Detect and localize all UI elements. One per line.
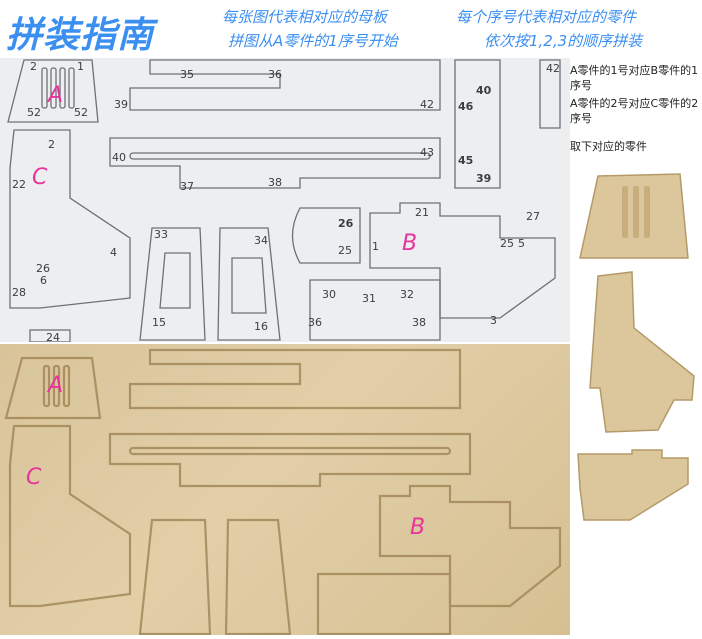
header-line1-right: 每个序号代表相对应的零件 (456, 8, 637, 26)
long-bar-top (129, 59, 441, 111)
num-5: 5 (518, 237, 525, 250)
part-a-outline (7, 59, 99, 123)
num-43: 43 (420, 146, 434, 159)
num-22: 22 (12, 178, 26, 191)
num-32: 32 (400, 288, 414, 301)
side-bar (454, 59, 501, 189)
num-1: 1 (77, 60, 84, 73)
frame-34 (217, 227, 281, 341)
num-40-left: 40 (112, 151, 126, 164)
part-a-slot (50, 67, 57, 109)
num-3: 3 (490, 314, 497, 327)
num-42: 42 (420, 98, 434, 111)
side-note-3: 取下对应的零件 (570, 140, 647, 153)
num-25b: 25 (500, 237, 514, 250)
side-note-1: A零件的1号对应B零件的1序号 (570, 64, 699, 92)
parts-diagram: 2 1 52 52 35 36 39 42 40 46 42 43 40 37 … (0, 58, 570, 344)
num-52a: 52 (27, 106, 41, 119)
photo-letter-a: A (46, 373, 63, 398)
header-line2-right: 依次按1,2,3的顺序拼装 (484, 32, 643, 50)
side-parts-svg (577, 173, 695, 521)
num-40: 40 (476, 84, 492, 97)
bottom-block (309, 279, 441, 341)
frame-33 (139, 227, 206, 341)
num-15: 15 (152, 316, 166, 329)
num-38b: 38 (412, 316, 426, 329)
letter-b: B (402, 231, 417, 256)
photo-letter-c: C (26, 465, 42, 490)
num-46: 46 (458, 100, 474, 113)
side-panel (570, 58, 702, 635)
num-27: 27 (526, 210, 540, 223)
part-b-photo (577, 449, 689, 521)
block-26 (291, 207, 361, 264)
num-36: 36 (268, 68, 282, 81)
part-c-photo (589, 271, 695, 433)
num-26: 26 (338, 217, 354, 230)
num-52b: 52 (74, 106, 88, 119)
num-6: 6 (40, 274, 47, 287)
num-30: 30 (322, 288, 336, 301)
page-title: 拼装指南 (6, 15, 155, 56)
part-a-photo-slot (644, 186, 650, 238)
num-45: 45 (458, 154, 473, 167)
num-37: 37 (180, 180, 194, 193)
header-line2-left: 拼图从A零件的1序号开始 (228, 32, 398, 50)
part-b-outline (369, 202, 556, 319)
header-line1-left: 每张图代表相对应的母板 (222, 8, 388, 26)
num-21: 21 (415, 206, 429, 219)
num-24: 24 (46, 331, 60, 342)
side-note-2: A零件的2号对应C零件的2序号 (570, 97, 699, 125)
num-39: 39 (114, 98, 128, 111)
wood-board-svg: A C B (4, 348, 562, 636)
num-2c: 2 (48, 138, 55, 151)
num-34: 34 (254, 234, 268, 247)
num-39b: 39 (476, 172, 491, 185)
num-31: 31 (362, 292, 376, 305)
part-a-photo-slot (633, 186, 639, 238)
header: 拼装指南 每张图代表相对应的母板 每个序号代表相对应的零件 拼图从A零件的1序号… (0, 0, 702, 58)
part-a-slot (59, 67, 66, 109)
num-16: 16 (254, 320, 268, 333)
parts-diagram-svg: 2 1 52 52 35 36 39 42 40 46 42 43 40 37 … (7, 59, 561, 344)
frame-34-window (231, 257, 267, 314)
long-bar-middle (109, 137, 441, 189)
num-28: 28 (12, 286, 26, 299)
num-1b: 1 (372, 240, 379, 253)
num-33: 33 (154, 228, 168, 241)
num-4: 4 (110, 246, 117, 259)
num-25: 25 (338, 244, 352, 257)
num-2: 2 (30, 60, 37, 73)
frame-33-window (159, 252, 191, 309)
num-36b: 36 (308, 316, 322, 329)
wood-board-photo: A C B (0, 344, 570, 636)
part-c-outline (9, 129, 131, 309)
num-42b: 42 (546, 62, 560, 75)
letter-a: A (46, 83, 63, 108)
num-38: 38 (268, 176, 282, 189)
part-a-slot (41, 67, 48, 109)
part-a-photo-slot (622, 186, 628, 238)
num-35: 35 (180, 68, 194, 81)
long-bar-slot (129, 152, 431, 160)
letter-c: C (32, 165, 48, 190)
side-bar-right (539, 59, 561, 129)
photo-letter-b: B (410, 515, 425, 540)
num-26c: 26 (36, 262, 50, 275)
part-a-slot (68, 67, 75, 109)
